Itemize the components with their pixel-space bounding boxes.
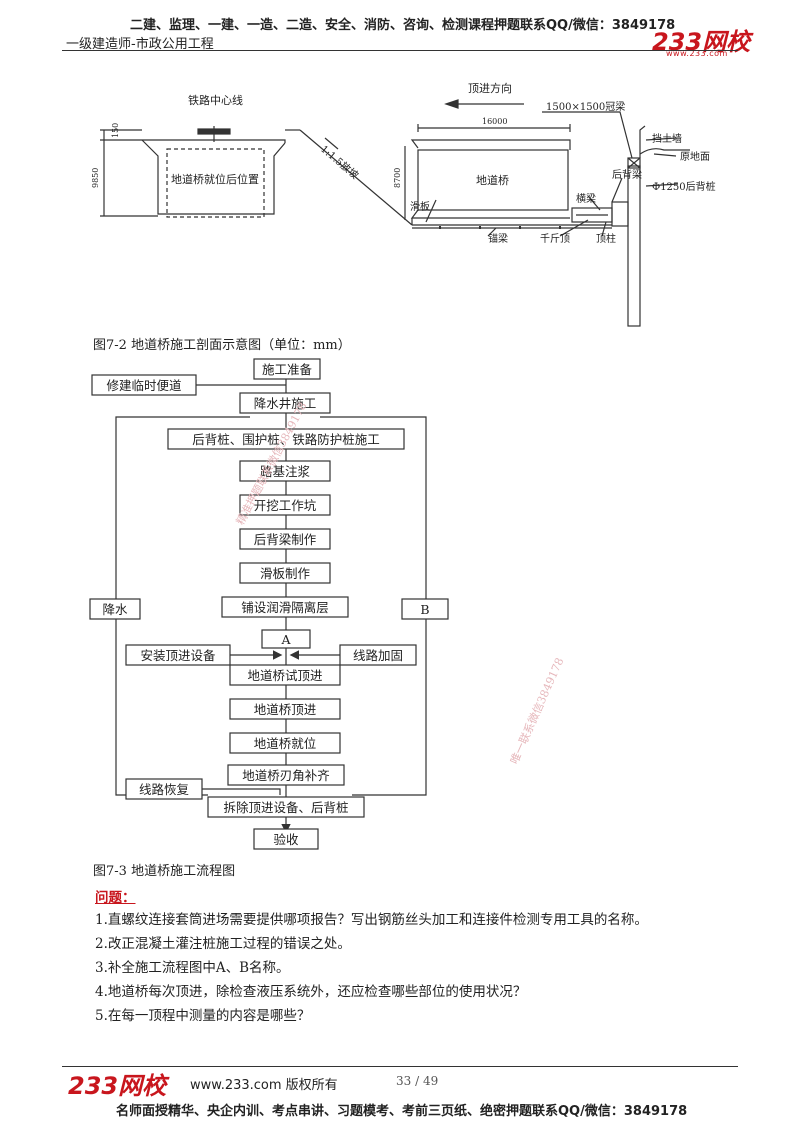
- step-push: [229, 698, 341, 720]
- label-retaining-wall: 挡土墙: [652, 132, 682, 145]
- flow-text-trial: 地道桥试顶进: [247, 668, 323, 683]
- question-1: 1.直螺纹连接套筒进场需要提供哪项报告？写出钢筋丝头加工和连接件检测专用工具的名…: [95, 912, 648, 928]
- flow-text-reinforce: 线路加固: [353, 648, 403, 663]
- step-edge-fill: [227, 764, 345, 786]
- footer-logo: 233网校: [68, 1072, 167, 1100]
- flow-text-piles: 后背桩、围护桩、铁路防护桩施工: [192, 432, 380, 447]
- flow-text-a: A: [280, 632, 291, 647]
- label-bridge-position: 地道桥就位后位置: [171, 172, 259, 186]
- label-dim-8700: 8700: [393, 168, 402, 188]
- side-dewater: [89, 598, 141, 620]
- step-slide-plate: [239, 562, 331, 584]
- questions-title: 问题：: [95, 890, 136, 906]
- label-dim-150: 150: [111, 123, 120, 138]
- footer-contact-line: 名师面授精华、央企内训、考点串讲、习题模考、考前三页纸、绝密押题联系QQ/微信：…: [116, 1104, 688, 1119]
- step-construction-prep: [253, 358, 321, 380]
- step-dewater-well: [239, 392, 331, 414]
- step-piles: [167, 428, 405, 450]
- step-back-beam: [239, 528, 331, 550]
- label-push-direction: 顶进方向: [468, 81, 512, 95]
- label-bridge: 地道桥: [476, 173, 509, 187]
- footer-site: www.233.com 版权所有: [190, 1078, 338, 1093]
- flow-text-push: 地道桥顶进: [254, 702, 317, 717]
- flow-text-grout: 路基注浆: [260, 464, 311, 479]
- figure-7-2-section-diagram: 铁路中心线 地道桥就位后位置 150 9850 1:1.5放坡 顶进方向 160…: [91, 81, 716, 327]
- question-3: 3.补全施工流程图中A、B名称。: [95, 960, 290, 976]
- flow-text-b: B: [420, 602, 429, 617]
- figure-7-3-flowchart: 施工准备 修建临时便道 降水井施工 后背桩、围护桩、铁路防护桩施工 路基注浆 开…: [89, 358, 449, 850]
- side-b: [401, 598, 449, 620]
- label-cross-beam: 横梁: [576, 192, 596, 205]
- flow-text-excavate: 开挖工作坑: [254, 498, 317, 513]
- flow-text-place: 地道桥就位: [254, 736, 317, 751]
- footer-divider: [62, 1066, 738, 1067]
- step-acceptance: [253, 828, 319, 850]
- question-2: 2.改正混凝土灌注桩施工过程的错误之处。: [95, 936, 351, 952]
- label-dim-9850: 9850: [91, 168, 100, 188]
- step-a: [261, 629, 311, 649]
- flow-text-remove: 拆除顶进设备、后背桩: [223, 800, 348, 815]
- step-lubrication: [221, 596, 349, 618]
- label-back-pile: Φ1250后背桩: [652, 180, 716, 193]
- flow-text-restore: 线路恢复: [139, 782, 190, 797]
- label-rail-center: 铁路中心线: [188, 93, 243, 107]
- label-back-beam: 后背梁: [612, 168, 642, 181]
- flow-text-prep: 施工准备: [262, 362, 313, 377]
- header-subject: 一级建造师-市政公用工程: [66, 37, 214, 52]
- step-in-place: [229, 732, 341, 754]
- flow-text-beam: 后背梁制作: [254, 532, 317, 547]
- step-trial-push: [229, 664, 341, 686]
- flow-text-install: 安装顶进设备: [140, 648, 216, 663]
- figure-7-2-caption: 图7-2 地道桥施工剖面示意图（单位：mm）: [93, 338, 351, 353]
- label-original-ground: 原地面: [680, 150, 710, 163]
- flow-text-road: 修建临时便道: [106, 378, 182, 393]
- label-slope: 1:1.5放坡: [318, 142, 361, 181]
- label-dim-16000: 16000: [482, 117, 507, 126]
- label-top-column: 顶柱: [596, 232, 616, 245]
- flow-text-edge: 地道桥刃角补齐: [242, 768, 330, 783]
- flow-text-well: 降水井施工: [254, 396, 317, 411]
- page-number: 33 / 49: [396, 1074, 439, 1088]
- figure-7-3-caption: 图7-3 地道桥施工流程图: [93, 864, 236, 879]
- step-grouting: [239, 460, 331, 482]
- flow-text-dewater: 降水: [102, 602, 128, 617]
- label-slide-plate: 滑板: [410, 200, 430, 213]
- header-divider: [62, 50, 738, 51]
- header-contact-line: 二建、监理、一建、一造、二造、安全、消防、咨询、检测课程押题联系QQ/微信：38…: [130, 18, 676, 33]
- step-excavate: [239, 494, 331, 516]
- flow-text-lube: 铺设润滑隔离层: [241, 600, 329, 615]
- step-remove: [207, 796, 365, 818]
- flow-text-accept: 验收: [273, 832, 299, 847]
- flow-text-plate: 滑板制作: [260, 566, 311, 581]
- label-crown-beam: 1500×1500冠梁: [546, 100, 625, 113]
- question-4: 4.地道桥每次顶进，除检查液压系统外，还应检查哪些部位的使用状况？: [95, 984, 527, 1000]
- question-5: 5.在每一顶程中测量的内容是哪些？: [95, 1008, 311, 1024]
- label-anchor-beam: 锚梁: [488, 232, 508, 245]
- label-jack: 千斤顶: [540, 233, 570, 245]
